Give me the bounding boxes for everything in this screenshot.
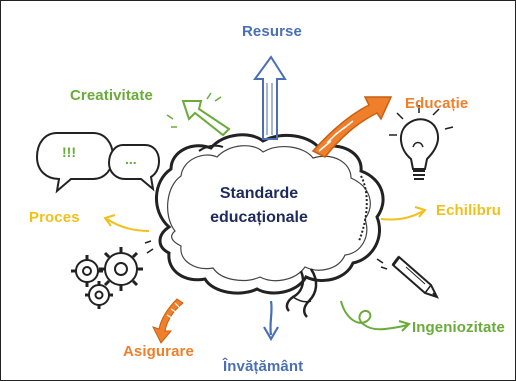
arrow-resurse-icon	[253, 55, 287, 140]
center-title-line2: educaționale	[210, 209, 308, 226]
label-ingeniozitate: Ingeniozitate	[412, 319, 505, 336]
arrow-educatie-icon	[311, 96, 393, 158]
center-title: Standarde educaționale	[189, 182, 329, 230]
label-echilibru: Echilibru	[436, 202, 502, 219]
arrow-proces-icon	[103, 214, 150, 232]
label-resurse: Resurse	[242, 23, 302, 40]
speech-bubbles-icon	[35, 132, 161, 194]
gears-icon	[71, 247, 143, 309]
small-bubble-text: ...	[125, 151, 137, 167]
arrow-invatamant-icon	[263, 300, 279, 342]
pencil-icon	[391, 255, 439, 299]
center-title-line1: Standarde	[219, 185, 299, 202]
label-proces: Proces	[29, 209, 80, 226]
big-bubble-text: !!!	[62, 144, 76, 160]
arrow-creativitate-icon	[166, 92, 231, 137]
label-educatie: Educație	[405, 95, 469, 112]
arrow-asigurare-icon	[152, 298, 184, 344]
brain-icon	[144, 133, 388, 318]
arrow-echilibru-icon	[380, 206, 427, 221]
label-asigurare: Asigurare	[123, 343, 194, 360]
label-creativitate: Creativitate	[70, 87, 153, 104]
label-invatamant: Învățământ	[223, 358, 304, 375]
arrow-ingeniozitate-icon	[340, 300, 411, 332]
lightbulb-icon	[389, 105, 454, 180]
